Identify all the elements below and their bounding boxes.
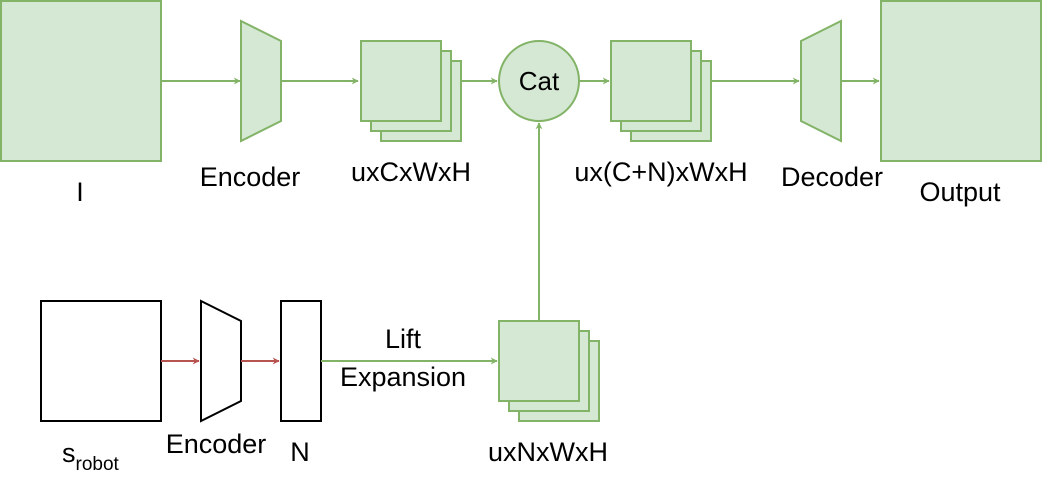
concat-feature-stack (610, 40, 712, 142)
robot-state-label: srobot (62, 438, 120, 475)
top-encoder-shape (240, 19, 282, 143)
decoder-label: Decoder (781, 162, 883, 192)
output-box (880, 0, 1042, 162)
lifted-features-label: uxNxWxH (488, 437, 608, 467)
robot-vector-box (280, 300, 322, 422)
input-image-label: I (76, 177, 84, 207)
bottom-encoder-label: Encoder (166, 429, 267, 459)
top-encoder-label: Encoder (200, 162, 301, 192)
top-features-label: uxCxWxH (351, 157, 471, 187)
decoder-shape (800, 19, 842, 143)
robot-state-label-base: s (62, 438, 76, 468)
robot-state-box (40, 300, 162, 422)
lift-label-line1: Lift (385, 324, 422, 354)
concat-label: Cat (519, 66, 560, 96)
concat-features-label: ux(C+N)xWxH (574, 157, 747, 187)
input-image-box (0, 0, 162, 162)
robot-state-label-subscript: robot (76, 454, 120, 475)
top-feature-stack (360, 40, 462, 142)
lifted-feature-stack (498, 320, 600, 422)
lift-label-line2: Expansion (340, 362, 466, 392)
robot-vector-label: N (290, 437, 310, 467)
bottom-encoder-shape (200, 299, 242, 423)
output-label: Output (919, 177, 1001, 207)
